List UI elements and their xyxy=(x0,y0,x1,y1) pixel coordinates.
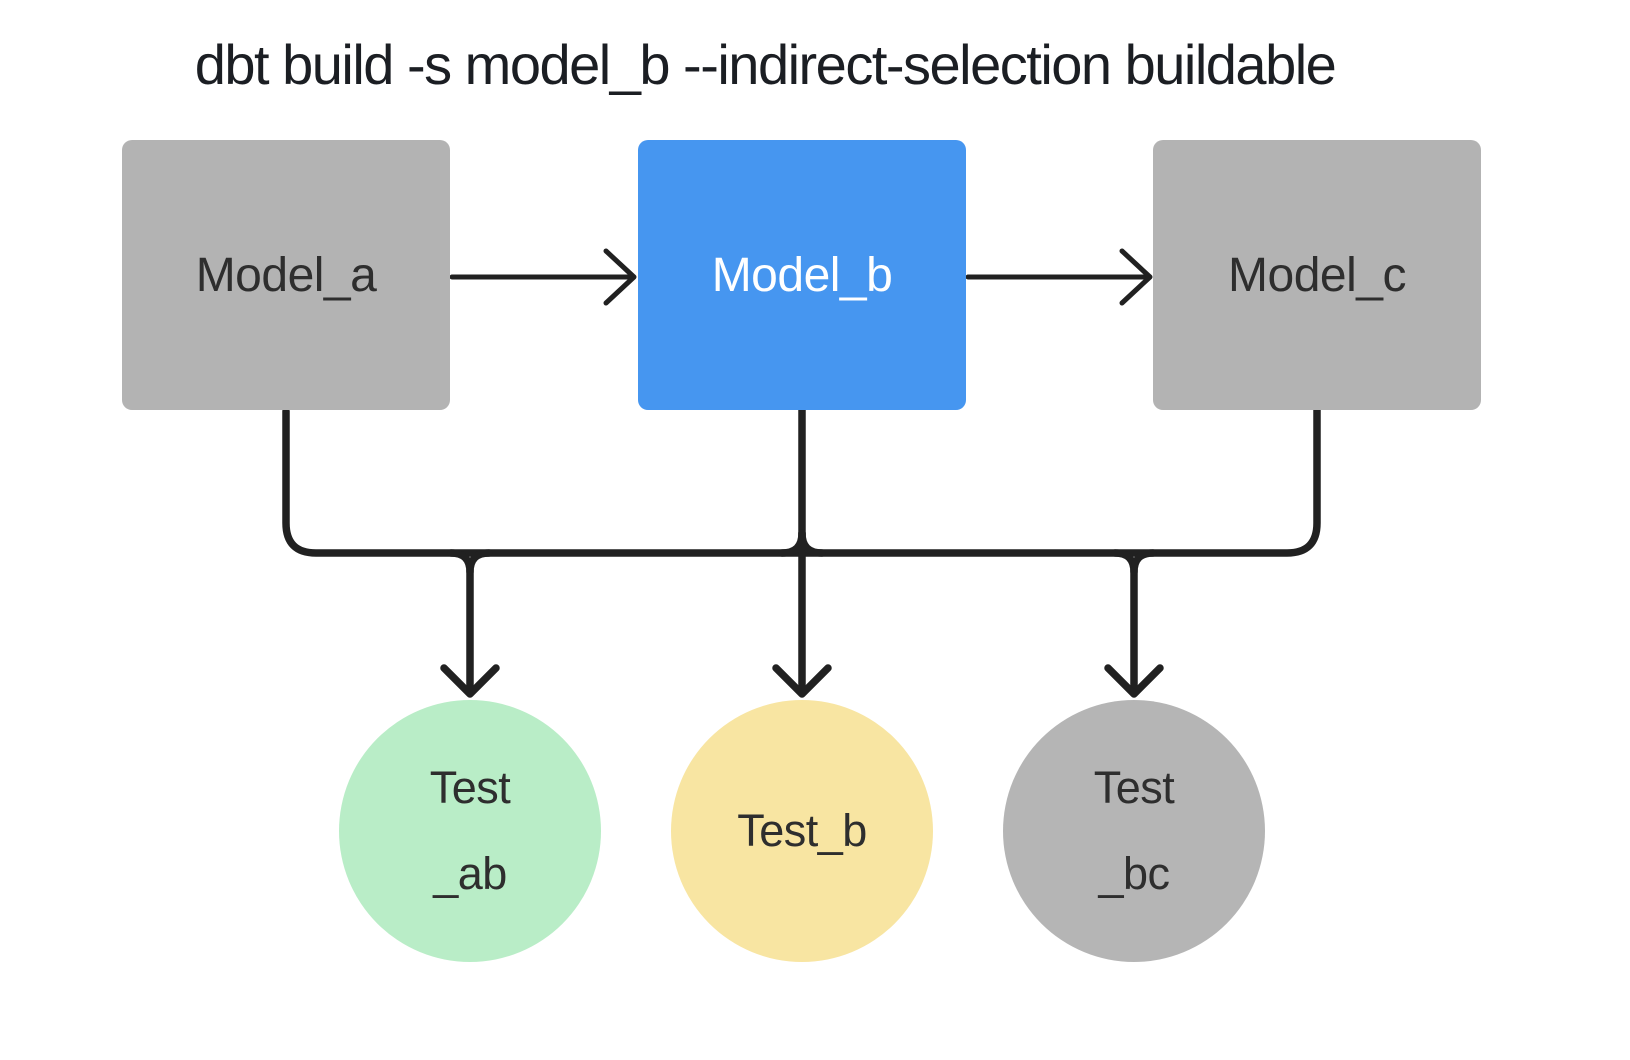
bus-fillet-ab-right xyxy=(466,549,493,576)
node-test-ab-label-line1: Test xyxy=(429,762,511,813)
arrowhead-right-model-c xyxy=(1119,248,1153,306)
bus-fillet-b-right xyxy=(798,529,826,557)
node-test-ab: Test _ab xyxy=(339,700,601,962)
bus-fillet-bc-right xyxy=(1130,549,1157,576)
node-model-c-label: Model_c xyxy=(1228,248,1406,302)
arrowhead-down-test-bc xyxy=(1104,664,1164,698)
arrowhead-down-test-ab xyxy=(440,664,500,698)
node-test-b-label: Test_b xyxy=(737,805,867,856)
node-model-a: Model_a xyxy=(122,140,450,410)
node-model-b-label: Model_b xyxy=(711,248,893,302)
node-test-bc-label-line2: _bc xyxy=(1098,848,1170,899)
node-test-ab-label-line2: _ab xyxy=(433,848,507,899)
arrowhead-right-model-b xyxy=(603,248,637,306)
node-model-b: Model_b xyxy=(638,140,966,410)
node-test-bc-label-line1: Test xyxy=(1093,762,1175,813)
node-model-c: Model_c xyxy=(1153,140,1481,410)
arrowhead-down-test-b xyxy=(772,664,832,698)
node-model-a-label: Model_a xyxy=(195,248,377,302)
node-test-b: Test_b xyxy=(671,700,933,962)
diagram-title: dbt build -s model_b --indirect-selectio… xyxy=(194,33,1337,96)
node-test-bc: Test _bc xyxy=(1003,700,1265,962)
